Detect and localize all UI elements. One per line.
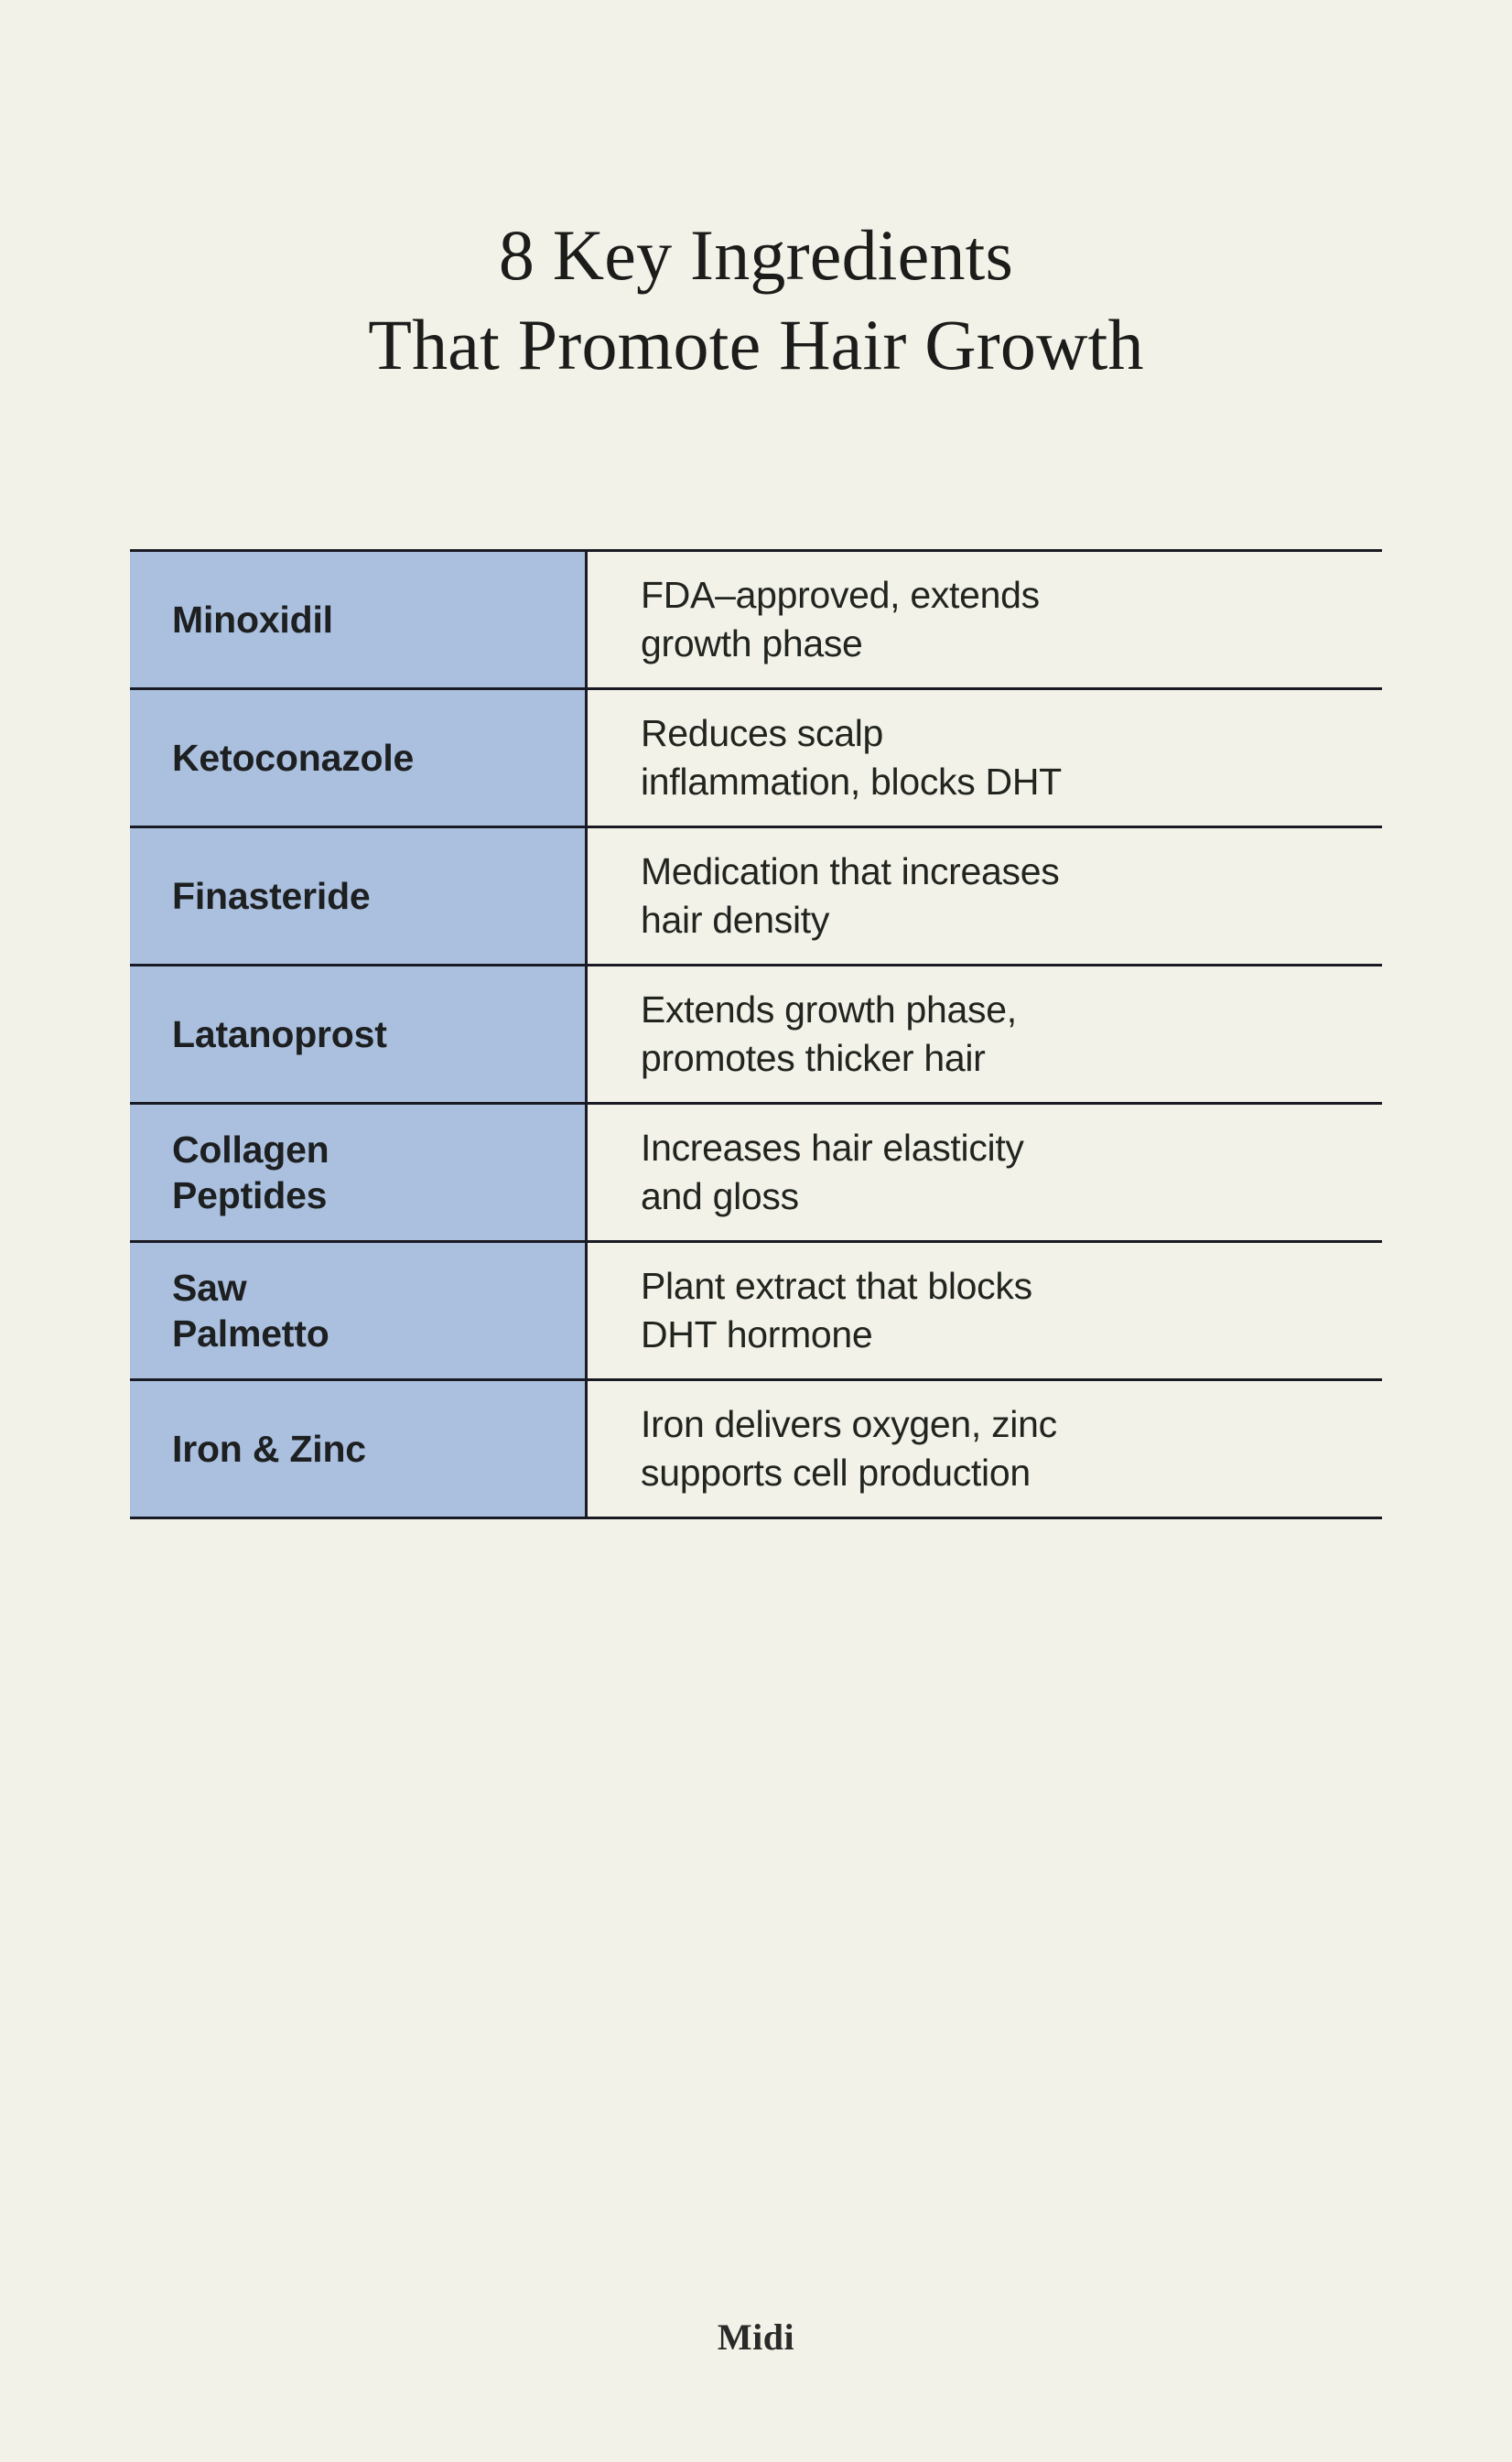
table-cell-description: Plant extract that blocks DHT hormone [588,1243,1382,1378]
ingredient-name: Minoxidil [172,598,333,641]
table-cell-ingredient: Collagen Peptides [130,1105,588,1240]
ingredient-description: Increases hair elasticity and gloss [641,1126,1024,1217]
table-row: Latanoprost Extends growth phase, promot… [130,966,1382,1105]
ingredient-description: Iron delivers oxygen, zinc supports cell… [641,1402,1057,1494]
ingredient-name: Collagen Peptides [172,1128,329,1216]
table-cell-ingredient: Latanoprost [130,966,588,1102]
table-row: Collagen Peptides Increases hair elastic… [130,1105,1382,1243]
ingredient-name: Saw Palmetto [172,1266,329,1355]
table-row: Minoxidil FDA–approved, extends growth p… [130,552,1382,690]
ingredient-name: Iron & Zinc [172,1427,366,1470]
table-cell-description: Extends growth phase, promotes thicker h… [588,966,1382,1102]
table-cell-description: FDA–approved, extends growth phase [588,552,1382,687]
table-cell-ingredient: Minoxidil [130,552,588,687]
ingredient-description: FDA–approved, extends growth phase [641,573,1040,664]
table-cell-ingredient: Iron & Zinc [130,1381,588,1517]
table-cell-description: Increases hair elasticity and gloss [588,1105,1382,1240]
page-title: 8 Key Ingredients That Promote Hair Grow… [0,211,1512,391]
table-row: Saw Palmetto Plant extract that blocks D… [130,1243,1382,1381]
table-cell-description: Medication that increases hair density [588,828,1382,964]
table-cell-ingredient: Finasteride [130,828,588,964]
table-row: Ketoconazole Reduces scalp inflammation,… [130,690,1382,828]
ingredients-table: Minoxidil FDA–approved, extends growth p… [130,549,1382,1519]
page-title-line-1: 8 Key Ingredients [498,215,1014,295]
ingredient-name: Latanoprost [172,1012,387,1055]
footer: Midi [0,2316,1512,2359]
brand-logo: Midi [717,2316,795,2358]
ingredient-description: Extends growth phase, promotes thicker h… [641,988,1017,1079]
ingredient-name: Finasteride [172,874,371,917]
table-row: Iron & Zinc Iron delivers oxygen, zinc s… [130,1381,1382,1517]
table-row: Finasteride Medication that increases ha… [130,828,1382,966]
ingredient-name: Ketoconazole [172,736,415,779]
page-title-line-2: That Promote Hair Growth [368,305,1144,385]
ingredient-description: Reduces scalp inflammation, blocks DHT [641,711,1062,803]
ingredient-description: Plant extract that blocks DHT hormone [641,1264,1032,1355]
ingredient-description: Medication that increases hair density [641,849,1060,941]
table-cell-description: Iron delivers oxygen, zinc supports cell… [588,1381,1382,1517]
table-cell-ingredient: Ketoconazole [130,690,588,826]
table-cell-description: Reduces scalp inflammation, blocks DHT [588,690,1382,826]
table-cell-ingredient: Saw Palmetto [130,1243,588,1378]
